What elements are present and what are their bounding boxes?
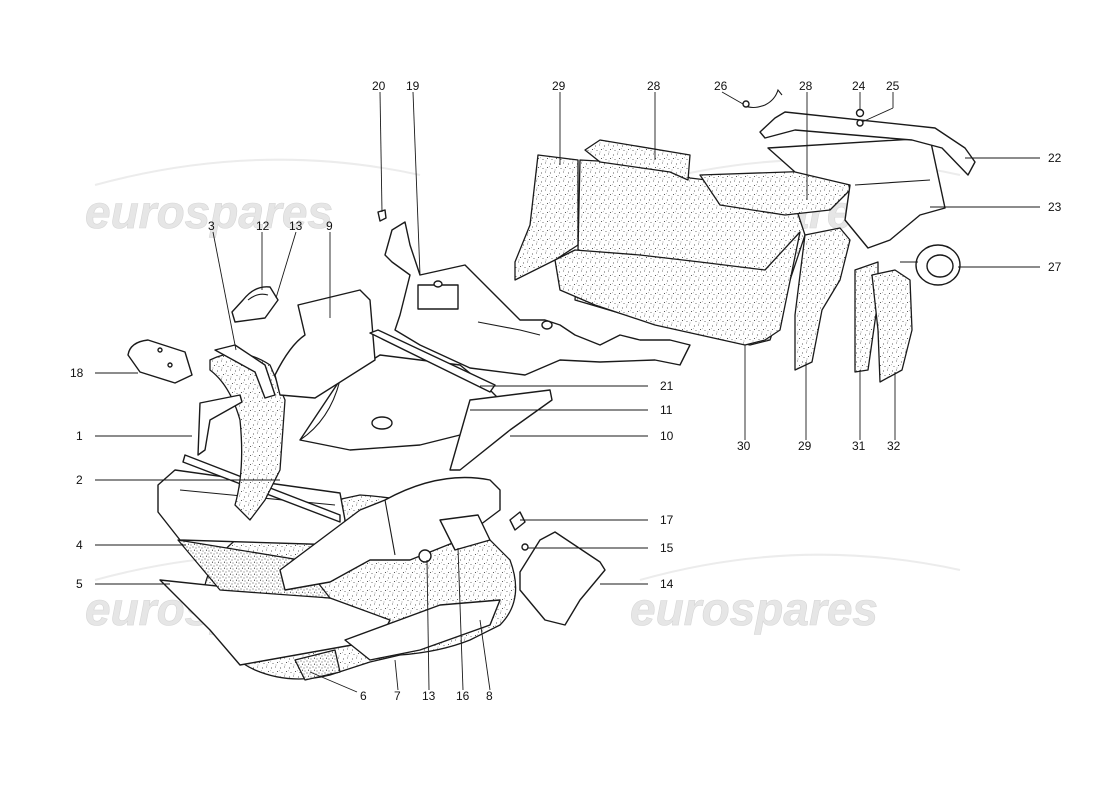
part-bracket-22 <box>759 111 976 176</box>
callout-14: 14 <box>660 577 674 591</box>
leader-lines <box>95 91 1040 693</box>
callout-9: 9 <box>326 219 333 233</box>
part-cover-14 <box>519 531 606 626</box>
callout-11: 11 <box>660 403 673 417</box>
callout-8: 8 <box>486 689 493 703</box>
callout-19: 19 <box>406 79 420 93</box>
callout-28-left: 28 <box>647 79 661 93</box>
part-bulkhead-19 <box>384 221 691 376</box>
callout-13-top: 13 <box>289 219 303 233</box>
callout-18: 18 <box>70 366 84 380</box>
callout-12: 12 <box>256 219 270 233</box>
callout-27: 27 <box>1048 260 1062 274</box>
part-strap-18 <box>127 339 193 384</box>
watermark-bottom-right: eurospares <box>630 583 878 635</box>
part-felt-6 <box>294 649 341 681</box>
callout-15: 15 <box>660 541 674 555</box>
callout-21: 21 <box>660 379 674 393</box>
callout-7: 7 <box>394 689 401 703</box>
callout-30: 30 <box>737 439 751 453</box>
callout-24: 24 <box>852 79 866 93</box>
left-assembly <box>127 209 691 681</box>
callout-29-right: 29 <box>798 439 812 453</box>
callout-5: 5 <box>76 577 83 591</box>
right-assembly <box>514 88 976 383</box>
callout-26: 26 <box>714 79 728 93</box>
callout-23: 23 <box>1048 200 1062 214</box>
part-washer-25 <box>856 119 864 127</box>
part-panel-32 <box>871 269 913 383</box>
callout-32: 32 <box>887 439 901 453</box>
callout-22: 22 <box>1048 151 1062 165</box>
part-screw-20 <box>377 209 387 222</box>
part-side-panel-29-right <box>794 227 851 371</box>
callout-13-bottom: 13 <box>422 689 436 703</box>
part-bracket-1 <box>197 394 243 456</box>
callout-1: 1 <box>76 429 83 443</box>
callout-20: 20 <box>372 79 386 93</box>
part-bulkhead-box <box>417 284 459 310</box>
part-spare-wheel-hub <box>371 416 393 430</box>
part-screw-24 <box>855 108 865 118</box>
part-panel-7 <box>344 599 501 661</box>
part-top-strip-28a <box>584 139 691 181</box>
callout-labels: 1 2 3 4 5 6 7 8 9 10 11 12 13 13 14 15 1… <box>70 79 1062 703</box>
part-clip-17 <box>509 511 526 531</box>
part-cable-26 <box>743 88 783 109</box>
callout-16: 16 <box>456 689 470 703</box>
part-clip-13 <box>418 549 432 563</box>
callout-31: 31 <box>852 439 866 453</box>
callout-29-left: 29 <box>552 79 566 93</box>
part-panel-31 <box>854 261 879 373</box>
callout-28-right: 28 <box>799 79 813 93</box>
callout-4: 4 <box>76 538 83 552</box>
callout-2: 2 <box>76 473 83 487</box>
callout-6: 6 <box>360 689 367 703</box>
part-screw-15 <box>521 543 529 551</box>
part-strap-12 <box>231 286 279 323</box>
part-rail-21 <box>369 329 496 393</box>
part-trunk-tub <box>279 476 501 591</box>
callout-17: 17 <box>660 513 674 527</box>
part-box-23 <box>767 137 946 249</box>
part-side-panel-29-left <box>514 154 579 281</box>
callout-3: 3 <box>208 219 215 233</box>
watermark-top-left: eurospares <box>85 186 333 238</box>
part-plate-16 <box>439 514 491 551</box>
callout-10: 10 <box>660 429 674 443</box>
part-cover-9 <box>274 289 376 399</box>
callout-25: 25 <box>886 79 900 93</box>
part-floor-lip-30 <box>554 231 801 346</box>
